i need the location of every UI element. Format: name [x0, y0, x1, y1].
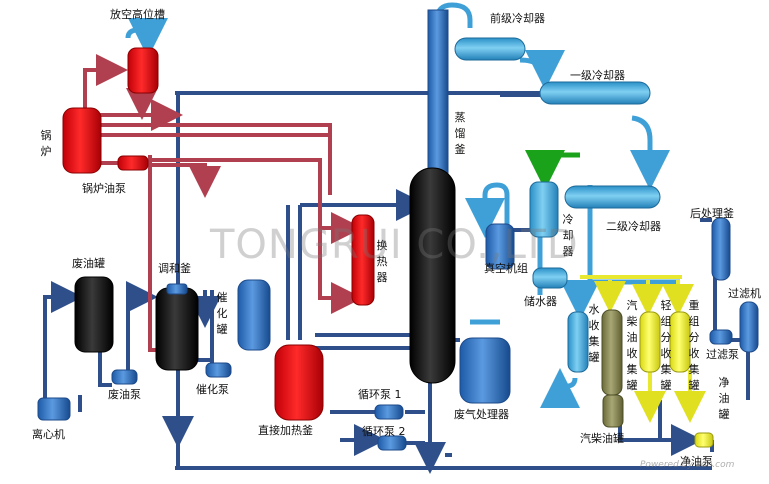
post-kettle	[711, 217, 731, 281]
label-vacuum-unit: 真空机组	[484, 262, 528, 275]
catalyst-pump	[205, 362, 232, 378]
label-waste-oil-pump: 废油泵	[108, 388, 141, 401]
boiler-pump	[117, 155, 149, 171]
label-secondary-cooler: 二级冷却器	[606, 220, 661, 233]
yellow-pipes	[580, 275, 706, 423]
hot-pipes	[83, 54, 363, 352]
label-heavy-collect: 重 组 分 收 集 罐	[688, 299, 700, 392]
label-waste-gas: 废气处理器	[454, 408, 509, 421]
label-direct-heat-kettle: 直接加热釜	[258, 424, 313, 437]
label-boiler-pump: 锅炉油泵	[82, 182, 126, 195]
gasoline-collect-tank	[601, 309, 623, 396]
filter-unit	[739, 301, 759, 353]
circ-pump-1	[374, 404, 404, 420]
direct-heat-kettle	[274, 344, 324, 421]
primary-cooler	[539, 81, 651, 105]
distill-kettle	[409, 9, 456, 384]
pipe-col-down1	[618, 400, 650, 442]
clean-pump	[694, 432, 714, 448]
label-heat-exchanger: 换 热 器	[376, 239, 388, 284]
blend-kettle	[155, 283, 199, 371]
hot-boiler-ret	[100, 123, 332, 195]
hot-loop-4	[318, 170, 363, 244]
vacuum-unit	[485, 223, 515, 270]
cool-vac	[465, 182, 510, 240]
waste-gas-processor	[459, 337, 511, 404]
label-cooler: 冷 却 器	[562, 213, 574, 258]
green-loop	[525, 150, 580, 190]
boiler	[62, 107, 102, 174]
label-circ-pump-2: 循环泵 2	[362, 425, 406, 438]
label-clean-pump: 净油泵	[680, 455, 713, 468]
label-waste-oil-tank: 废油罐	[72, 257, 105, 270]
water-collect-tank	[567, 311, 589, 373]
label-pre-cooler: 前级冷却器	[490, 12, 545, 25]
pipe-waste-pump-up	[126, 281, 158, 370]
vent-tank	[127, 47, 159, 94]
powered-by: Powered by ade.com	[640, 460, 735, 470]
label-clean-tank: 净 油 罐	[718, 376, 730, 421]
secondary-cooler	[564, 185, 661, 209]
cool-1-to-2	[630, 115, 670, 190]
cool-ret-water	[540, 368, 581, 409]
label-diesel-tank: 汽柴油罐	[580, 432, 624, 445]
cool-vent-arc	[125, 18, 168, 58]
label-water-collect: 水 收 集 罐	[588, 303, 600, 364]
light-collect-tank	[639, 311, 661, 373]
label-gasoline-collect: 汽 柴 油 收 集 罐	[626, 299, 638, 392]
label-post-kettle: 后处理釜	[690, 207, 734, 220]
catalyst-tank	[237, 279, 271, 351]
diesel-tank	[602, 394, 624, 428]
hot-loop-1	[150, 163, 221, 198]
label-centrifuge: 离心机	[32, 428, 65, 441]
label-vent-tank: 放空高位槽	[110, 8, 165, 21]
pre-cooler	[454, 37, 526, 61]
water-tank	[532, 267, 568, 289]
label-distill-kettle: 蒸 馏 釜	[454, 111, 466, 156]
label-filter-pump: 过滤泵	[706, 348, 739, 361]
label-catalyst-pump: 催化泵	[196, 383, 229, 396]
heavy-collect-tank	[669, 311, 691, 373]
pipe-waste-pump	[98, 350, 112, 387]
watermark: TONGRUI CO.,LTD	[210, 222, 579, 268]
hot-vent-up	[83, 54, 128, 110]
waste-oil-tank	[74, 276, 114, 353]
label-water-tank: 储水器	[524, 295, 557, 308]
label-boiler: 锅 炉	[40, 129, 52, 158]
label-blend-kettle: 调和釜	[158, 262, 191, 275]
label-filter: 过滤机	[728, 287, 761, 300]
cool-pre-to-1	[519, 49, 565, 90]
label-primary-cooler: 一级冷却器	[570, 69, 625, 82]
heat-exchanger	[351, 214, 375, 306]
cooler-vertical	[529, 181, 559, 238]
label-catalyst-tank: 催 化 罐	[216, 291, 228, 336]
filter-pump	[709, 329, 733, 345]
label-light-collect: 轻 组 分 收 集 罐	[660, 299, 672, 392]
waste-oil-pump	[111, 369, 138, 385]
green-pipe	[525, 150, 580, 190]
circ-pump-2	[377, 435, 407, 451]
label-circ-pump-1: 循环泵 1	[358, 388, 402, 401]
centrifuge	[37, 397, 71, 421]
